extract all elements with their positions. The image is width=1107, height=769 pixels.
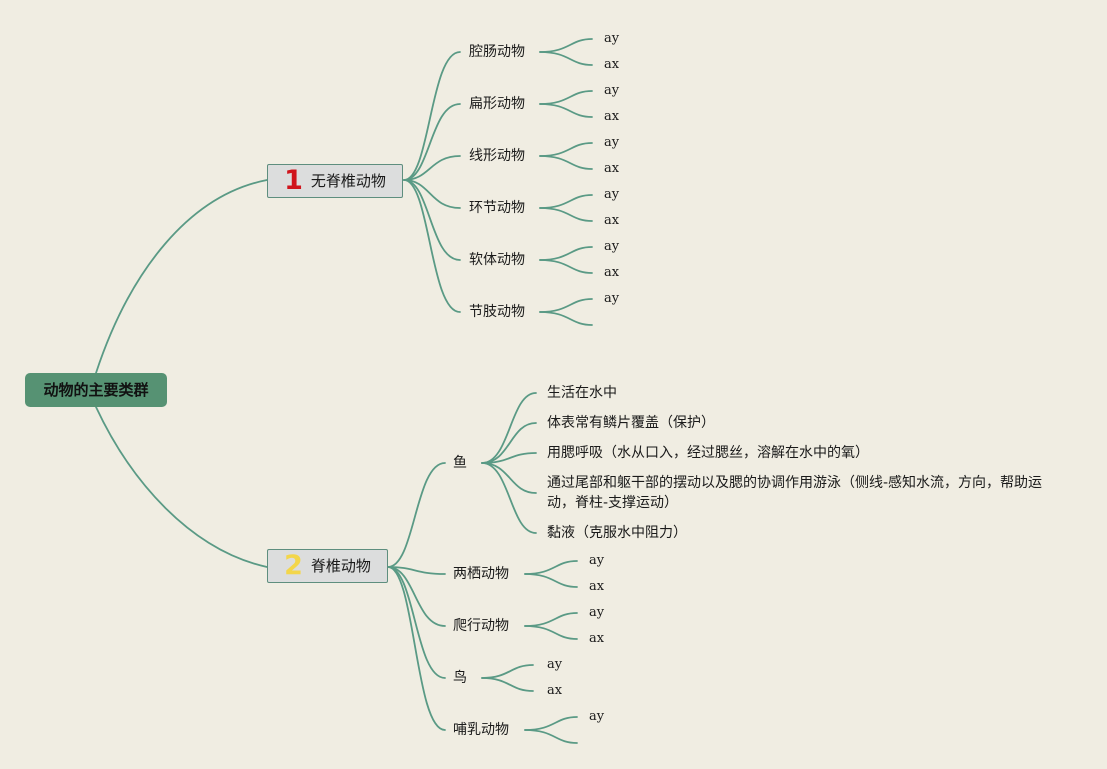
connector-root-branch2: [95, 406, 268, 568]
leaf-item[interactable]: ax: [604, 57, 620, 72]
leaf-item[interactable]: ay: [604, 239, 620, 254]
connector-b1-sub: [403, 179, 461, 209]
connector-b1-sub: [403, 155, 461, 181]
connector-b1-sub: [403, 179, 461, 313]
subtopic-mammals[interactable]: 哺乳动物: [453, 722, 509, 738]
subtopic-reptiles[interactable]: 爬行动物: [453, 618, 509, 634]
fish-trait[interactable]: 体表常有鳞片覆盖（保护）: [547, 415, 715, 431]
leaf-item[interactable]: ax: [604, 213, 620, 228]
leaf-item[interactable]: ay: [589, 605, 605, 620]
leaf-item[interactable]: ay: [604, 83, 620, 98]
main-topic-label: 脊椎动物: [310, 557, 371, 575]
subtopic-annelida[interactable]: 环节动物: [469, 200, 525, 216]
fish-trait[interactable]: 用腮呼吸（水从口入，经过腮丝，溶解在水中的氧）: [547, 445, 869, 461]
leaf-item[interactable]: ay: [589, 709, 605, 724]
leaf-item[interactable]: ax: [604, 265, 620, 280]
leaf-item[interactable]: ay: [547, 657, 563, 672]
leaf-item[interactable]: ax: [604, 161, 620, 176]
leaf-item[interactable]: ay: [604, 31, 620, 46]
connector-b1-sub: [403, 179, 461, 261]
main-topic-vertebrates[interactable]: 2 脊椎动物: [267, 549, 388, 583]
leaf-item[interactable]: ax: [547, 683, 563, 698]
connector-b1-sub: [403, 103, 461, 181]
fish-trait[interactable]: 通过尾部和躯干部的摆动以及腮的协调作用游泳（侧线-感知水流，方向，帮助运动，脊柱…: [547, 475, 1043, 511]
subtopic-platyhelminthes[interactable]: 扁形动物: [469, 96, 525, 112]
leaf-item[interactable]: ax: [589, 579, 605, 594]
leaf-item[interactable]: ay: [604, 187, 620, 202]
connector-b1-sub: [403, 51, 461, 181]
leaf-item[interactable]: ay: [604, 135, 620, 150]
main-topic-label: 无脊椎动物: [310, 172, 386, 190]
leaf-item[interactable]: ax: [589, 631, 605, 646]
fish-trait[interactable]: 生活在水中: [547, 385, 617, 401]
subtopic-fish[interactable]: 鱼: [453, 455, 467, 471]
subtopic-amphibians[interactable]: 两栖动物: [453, 566, 509, 582]
main-topic-invertebrates[interactable]: 1 无脊椎动物: [267, 164, 403, 198]
number-badge-2-icon: 2: [284, 550, 303, 581]
fish-trait[interactable]: 黏液（克服水中阻力）: [547, 525, 687, 541]
connector-root-branch1: [95, 179, 268, 374]
root-topic[interactable]: 动物的主要类群: [25, 373, 167, 407]
leaf-item[interactable]: ay: [589, 553, 605, 568]
subtopic-arthropoda[interactable]: 节肢动物: [469, 304, 525, 320]
subtopic-nematoda[interactable]: 线形动物: [469, 148, 525, 164]
leaf-item[interactable]: ax: [604, 109, 620, 124]
subtopic-birds[interactable]: 鸟: [453, 670, 467, 686]
subtopic-mollusca[interactable]: 软体动物: [469, 252, 525, 268]
leaf-item[interactable]: ay: [604, 291, 620, 306]
number-badge-1-icon: 1: [284, 165, 303, 196]
subtopic-coelenterata[interactable]: 腔肠动物: [469, 44, 525, 60]
